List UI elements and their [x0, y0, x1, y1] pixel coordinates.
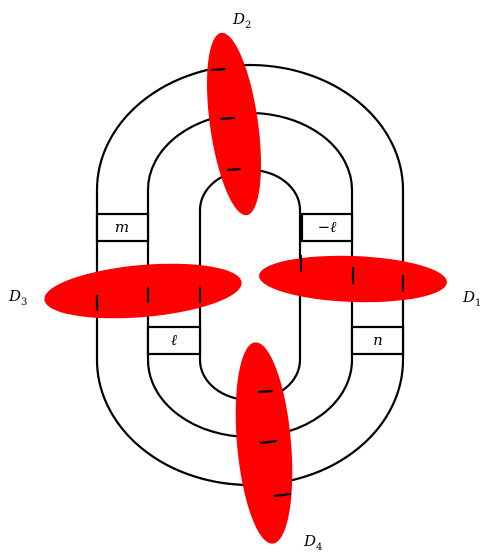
d2-punctures [210, 67, 242, 172]
middle-strand [146, 111, 354, 439]
inner-strand [198, 168, 302, 402]
disk-d2 [207, 32, 261, 216]
d4-punctures [257, 389, 292, 498]
label-d1: D1 [462, 288, 481, 309]
twist-box-top-right-label: −ℓ [318, 218, 337, 236]
twist-box-top-right: −ℓ [300, 212, 354, 243]
label-d4: D4 [303, 532, 322, 552]
label-d3: D3 [8, 287, 27, 308]
twist-box-bottom-right-label: n [373, 331, 383, 349]
twist-box-top-left-label: m [115, 218, 129, 236]
twist-box-top-left: m [95, 212, 150, 243]
disk-d3 [44, 263, 242, 319]
outer-strand [95, 63, 405, 487]
d1-punctures [299, 254, 405, 293]
twist-box-bottom-left-label: ℓ [171, 331, 177, 349]
d3-punctures [95, 286, 202, 312]
label-d2: D2 [232, 10, 251, 31]
twist-box-bottom-right: n [350, 325, 405, 356]
twist-box-bottom-left: ℓ [146, 325, 202, 356]
